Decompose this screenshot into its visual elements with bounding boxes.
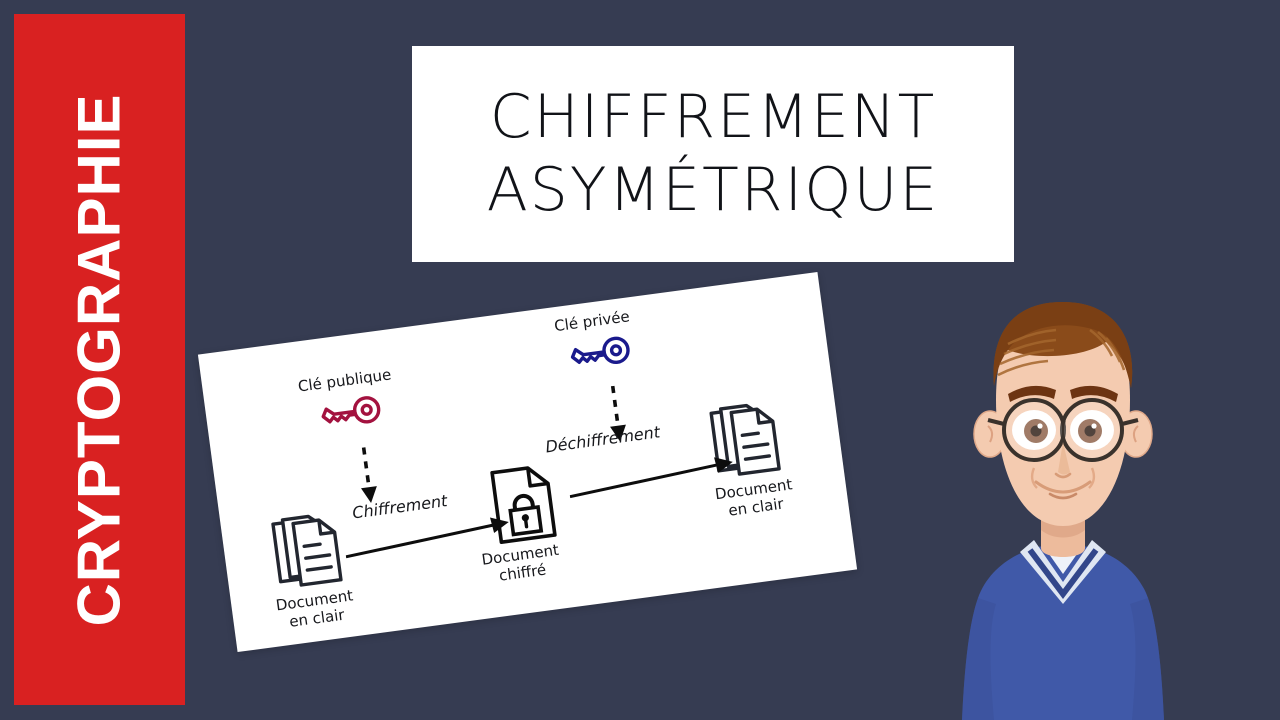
decryption-step-label: Déchiffrement: [544, 422, 662, 457]
diagram-card: Clé publique Clé privée Chiffrement Déch…: [197, 271, 858, 653]
avatar-sweater: [962, 544, 1164, 720]
page-title-line-2: ASYMÉTRIQUE: [486, 155, 940, 225]
decrypt-flow-arrow-icon: [567, 455, 738, 508]
category-band-label: CRYPTOGRAPHIE: [65, 92, 133, 627]
title-card: CHIFFREMENT ASYMÉTRIQUE: [412, 46, 1014, 262]
public-key-dashed-arrow-icon: [351, 444, 384, 514]
private-key-dashed-arrow-icon: [601, 382, 634, 452]
encrypted-document-icon: [488, 461, 560, 551]
public-key-icon: [318, 393, 385, 440]
private-key-label: Clé privée: [553, 307, 631, 336]
plain-document-label-left: Document en clair: [274, 586, 355, 632]
private-key-icon: [567, 333, 634, 380]
avatar-eyebrow-left: [1008, 385, 1056, 402]
glasses-icon: [987, 398, 1139, 462]
encrypt-flow-arrow-icon: [343, 515, 514, 568]
category-band: CRYPTOGRAPHIE: [14, 14, 185, 705]
presenter-avatar: [938, 282, 1188, 720]
plain-document-stack-icon-right: [706, 396, 789, 490]
avatar-shirt-collar: [1020, 540, 1106, 604]
avatar-eyebrow-right: [1070, 385, 1118, 402]
public-key-label: Clé publique: [296, 365, 393, 396]
plain-document-stack-icon-left: [268, 507, 351, 601]
diagram-content: Clé publique Clé privée Chiffrement Déch…: [198, 272, 857, 652]
page-title-line-1: CHIFFREMENT: [489, 81, 937, 152]
